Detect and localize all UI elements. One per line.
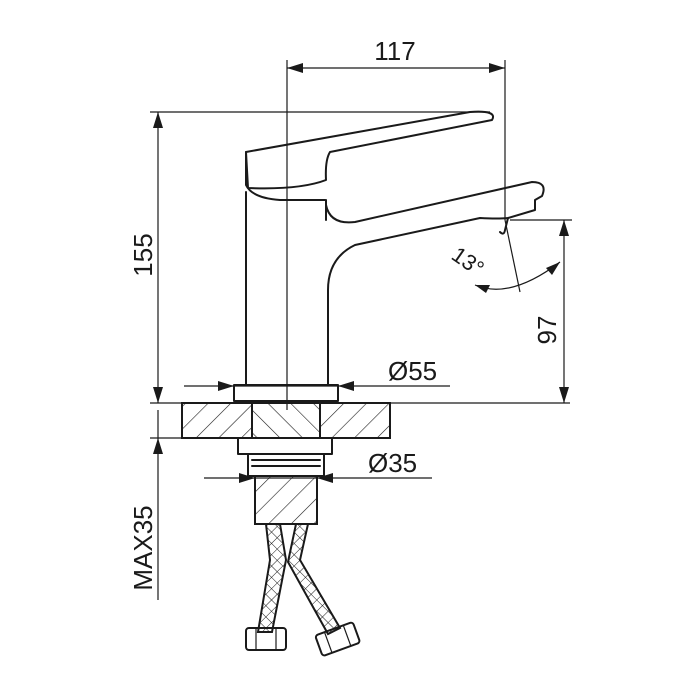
nut-threads [251,459,321,467]
dimension-diameter-35: Ø35 [204,448,432,483]
countertop-left [181,402,253,439]
threaded-shank [254,475,318,525]
dimension-117: 117 [287,36,506,220]
dimension-diameter-55: Ø55 [184,356,450,391]
spout-tip [499,217,509,235]
countertop-section [150,402,570,439]
mounting-assembly [237,437,333,525]
countertop-right [319,402,391,439]
dimension-155-label: 155 [128,233,158,276]
base-flange [233,384,339,402]
handle-lever [245,110,494,190]
dimension-angle: 13° [447,219,561,293]
hose-left-nut [245,627,287,651]
nut-upper [237,437,333,455]
dimension-117-label: 117 [374,36,415,66]
dimension-97: 97 [510,219,572,403]
handle-cap [245,151,326,201]
hose-right [286,523,342,636]
braided-hoses [245,523,361,657]
faucet-body [233,110,545,402]
dimension-max-35-label: MAX35 [128,505,158,590]
dimension-diameter-35-label: Ø35 [368,448,417,478]
dimension-angle-label: 13° [447,242,489,282]
hose-right-nut [314,621,361,657]
dimension-max-35: MAX35 [128,410,163,600]
spout [325,181,545,386]
shank-section [251,402,321,439]
dimension-155: 155 [128,111,490,403]
dimension-diameter-55-label: Ø55 [388,356,437,386]
dimension-97-label: 97 [532,316,562,345]
hose-left [256,523,288,633]
